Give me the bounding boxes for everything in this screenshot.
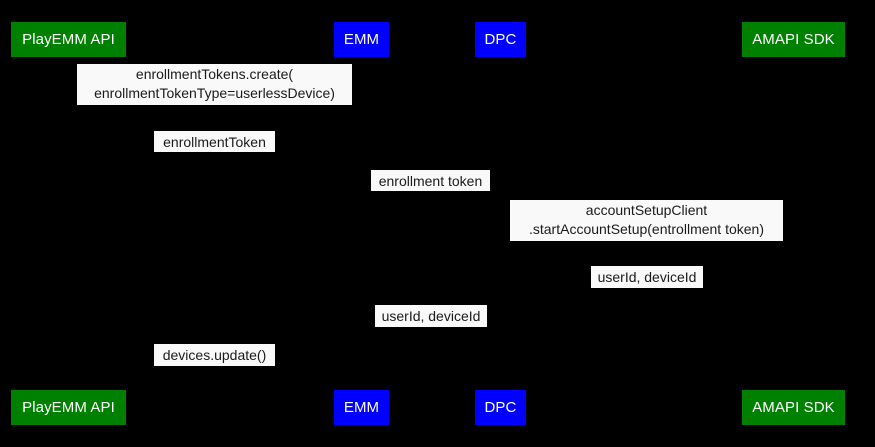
arrow-userid-deviceid-to-dpc	[500, 300, 793, 301]
participant-header-dpc[interactable]: DPC	[475, 22, 526, 57]
participant-footer-playemm-api[interactable]: PlayEMM API	[11, 390, 126, 425]
participant-header-playemm-api[interactable]: PlayEMM API	[11, 22, 126, 57]
arrow-enrollment-tokens-create	[68, 117, 361, 118]
arrowhead-start-account-setup	[785, 249, 793, 257]
participant-footer-dpc-label: DPC	[484, 399, 517, 416]
message-label-devices-update: devices.update()	[154, 344, 275, 366]
lifeline-emm	[361, 57, 362, 390]
arrow-devices-update	[68, 378, 361, 379]
participant-footer-amapi-sdk-label: AMAPI SDK	[752, 399, 835, 416]
message-label-userid-deviceid-to-emm: userId, deviceId	[375, 305, 487, 327]
participant-footer-playemm-api-label: PlayEMM API	[22, 399, 115, 416]
arrow-userid-deviceid-to-emm	[361, 339, 500, 340]
arrowhead-userid-deviceid-to-dpc	[500, 296, 508, 304]
lifeline-dpc	[500, 57, 501, 390]
participant-footer-emm-label: EMM	[343, 399, 380, 416]
arrow-enrollment-token-response	[68, 164, 361, 165]
message-label-enrollment-token-response: enrollmentToken	[154, 131, 275, 152]
participant-header-amapi-sdk-label: AMAPI SDK	[752, 31, 835, 48]
message-label-start-account-setup: accountSetupClient .startAccountSetup(en…	[510, 200, 783, 241]
arrowhead-enrollment-token-to-dpc	[492, 199, 500, 207]
participant-header-emm[interactable]: EMM	[334, 22, 389, 57]
participant-footer-dpc[interactable]: DPC	[475, 390, 526, 425]
arrowhead-enrollment-token-response	[353, 160, 361, 168]
participant-footer-emm[interactable]: EMM	[334, 390, 389, 425]
arrow-enrollment-token-to-dpc	[361, 203, 500, 204]
lifeline-amapi-sdk	[793, 57, 794, 390]
arrow-start-account-setup	[500, 253, 793, 254]
arrowhead-enrollment-tokens-create	[68, 113, 76, 121]
message-label-enrollment-tokens-create: enrollmentTokens.create( enrollmentToken…	[77, 64, 352, 105]
arrowhead-userid-deviceid-to-emm	[361, 335, 369, 343]
participant-footer-amapi-sdk[interactable]: AMAPI SDK	[742, 390, 845, 425]
participant-header-playemm-api-label: PlayEMM API	[22, 31, 115, 48]
arrowhead-devices-update	[68, 374, 76, 382]
lifeline-playemm-api	[68, 57, 69, 390]
message-label-enrollment-token-to-dpc: enrollment token	[371, 170, 490, 191]
participant-header-dpc-label: DPC	[484, 31, 517, 48]
participant-header-amapi-sdk[interactable]: AMAPI SDK	[742, 22, 845, 57]
participant-header-emm-label: EMM	[343, 31, 380, 48]
message-label-userid-deviceid-to-dpc: userId, deviceId	[591, 266, 703, 288]
